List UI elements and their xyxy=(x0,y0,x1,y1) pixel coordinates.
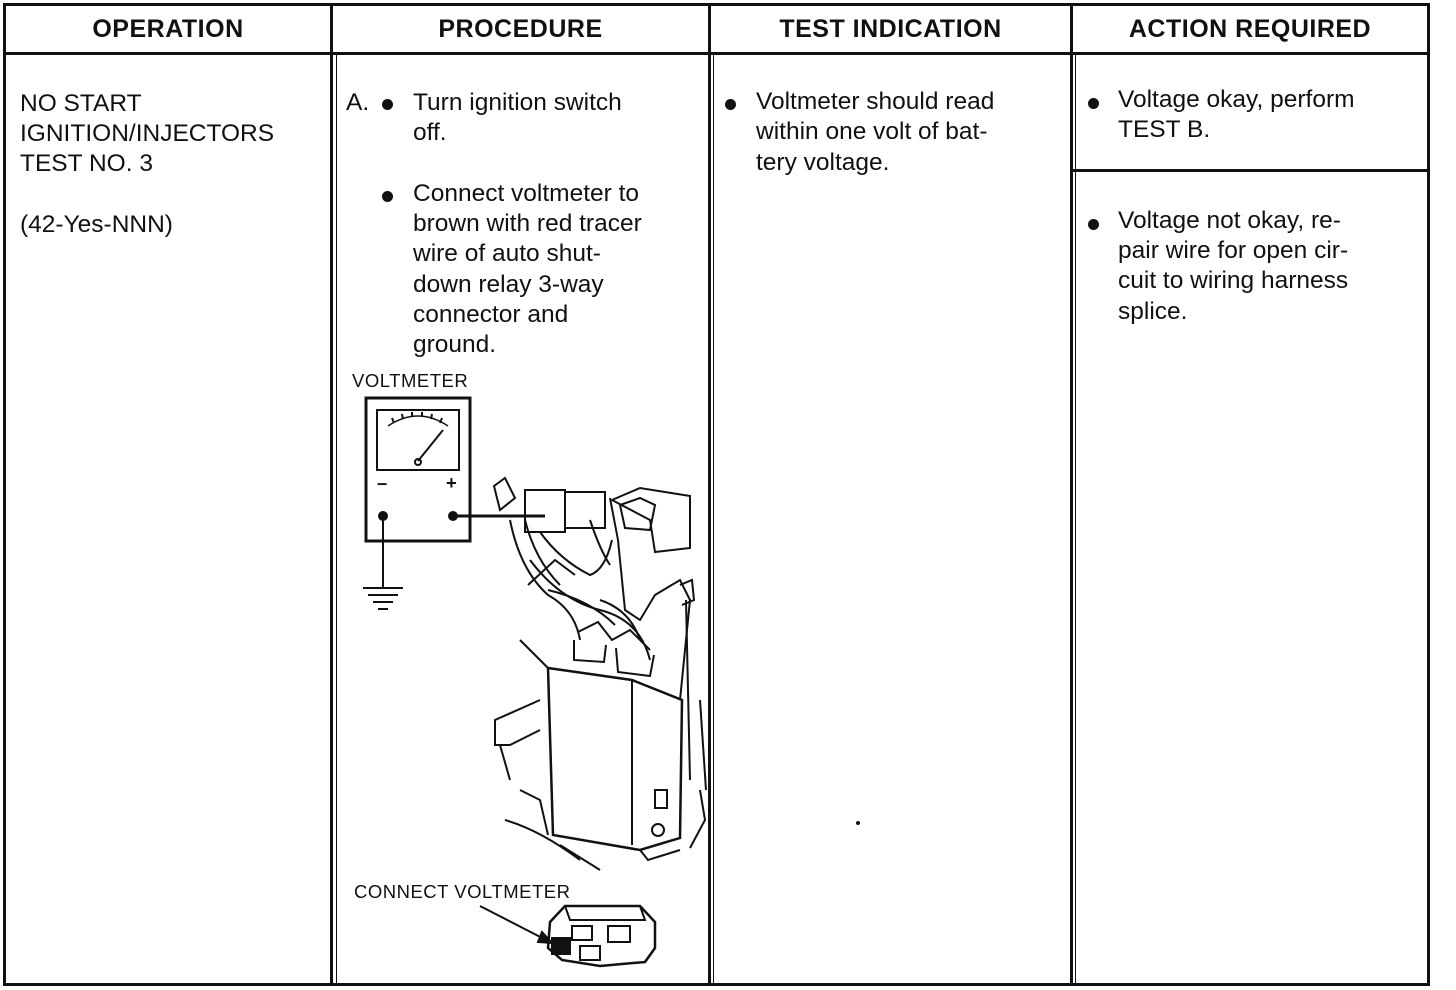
procedure-step1-line-1: Turn ignition switch xyxy=(413,89,622,116)
action-not-ok-line-3: cuit to wiring harness xyxy=(1118,267,1349,294)
action-ok-line-1: Voltage okay, perform xyxy=(1118,86,1355,113)
operation-line-2: IGNITION/INJECTORS xyxy=(20,120,275,147)
procedure-bullet-1 xyxy=(382,99,393,110)
procedure-bullet-2 xyxy=(382,191,393,202)
operation-code: (42-Yes-NNN) xyxy=(20,211,173,238)
action-not-ok-bullet xyxy=(1088,219,1099,230)
table-bottom-border xyxy=(3,983,1430,986)
connector-3-way-icon xyxy=(546,904,657,968)
procedure-step-label: A. xyxy=(346,89,370,116)
table-top-border xyxy=(3,3,1430,6)
action-inner-line xyxy=(1075,55,1076,983)
indication-line-3: tery voltage. xyxy=(756,149,890,176)
procedure-step2-line-3: wire of auto shut- xyxy=(413,240,601,267)
procedure-step2-line-5: connector and xyxy=(413,301,569,328)
indication-bullet xyxy=(725,99,736,110)
operation-line-3: TEST NO. 3 xyxy=(20,150,153,177)
column-divider-1 xyxy=(330,3,333,986)
column-divider-3 xyxy=(1070,3,1073,986)
meter-plus-label: + xyxy=(446,472,458,493)
column-divider-2 xyxy=(708,3,711,986)
procedure-step2-line-1: Connect voltmeter to xyxy=(413,180,640,207)
header-test-indication: TEST INDICATION xyxy=(779,14,1002,43)
indication-line-2: within one volt of bat- xyxy=(756,118,988,145)
table-left-border xyxy=(3,3,6,986)
indication-line-1: Voltmeter should read xyxy=(756,88,995,115)
header-divider xyxy=(3,52,1430,55)
figure-voltmeter-label: VOLTMETER xyxy=(352,370,469,391)
meter-minus-label: – xyxy=(377,472,388,493)
procedure-inner-line xyxy=(336,55,337,983)
action-ok-line-2: TEST B. xyxy=(1118,116,1211,143)
action-not-ok-line-4: splice. xyxy=(1118,298,1188,325)
action-cell-divider xyxy=(1072,169,1430,172)
ground-symbol-icon xyxy=(363,587,403,610)
indication-inner-line xyxy=(713,55,714,983)
procedure-step2-line-4: down relay 3-way xyxy=(413,271,604,298)
header-procedure: PROCEDURE xyxy=(438,14,603,43)
procedure-step2-line-2: brown with red tracer xyxy=(413,210,642,237)
action-not-ok-line-2: pair wire for open cir- xyxy=(1118,237,1349,264)
operation-line-1: NO START xyxy=(20,90,142,117)
procedure-step1-line-2: off. xyxy=(413,119,447,146)
figure-connect-label: CONNECT VOLTMETER xyxy=(354,881,571,902)
action-not-ok-line-1: Voltage not okay, re- xyxy=(1118,207,1341,234)
header-operation: OPERATION xyxy=(92,14,244,43)
action-ok-bullet xyxy=(1088,98,1099,109)
header-action-required: ACTION REQUIRED xyxy=(1128,14,1372,43)
table-right-border xyxy=(1427,3,1430,986)
procedure-step2-line-6: ground. xyxy=(413,331,497,358)
relay-harness-icon xyxy=(492,476,707,871)
voltmeter-icon xyxy=(364,396,472,543)
